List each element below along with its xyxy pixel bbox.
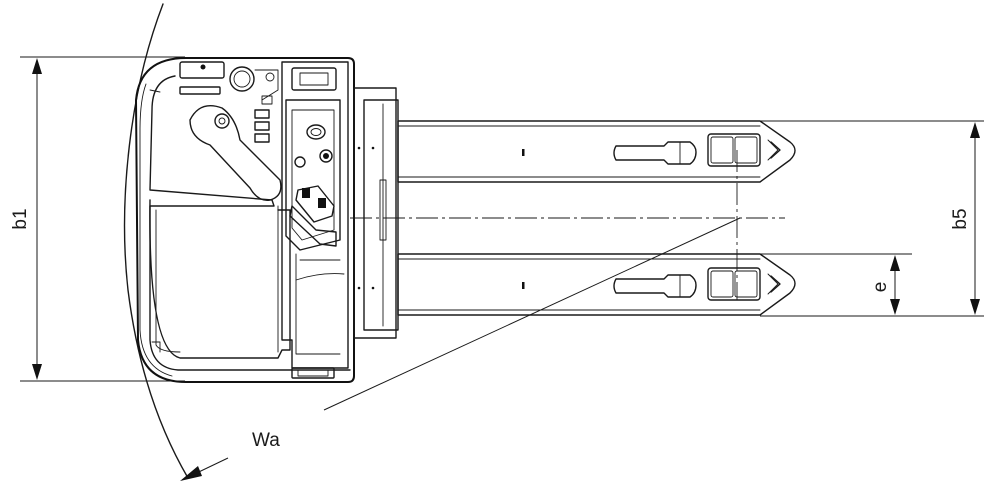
wa-arrowhead — [180, 466, 202, 481]
wa-label: Wa — [252, 430, 280, 451]
b5-arrow-bottom — [970, 299, 980, 315]
b5-label: b5 — [950, 208, 971, 229]
e-arrow-bottom — [890, 299, 900, 315]
e-label: e — [870, 282, 891, 293]
fork-carriage — [353, 87, 399, 339]
b1-arrow-top — [32, 58, 42, 74]
wa-radius-line — [323, 217, 741, 411]
truck-body — [135, 57, 355, 383]
fork-upper — [397, 120, 796, 183]
b5-arrow-top — [970, 122, 980, 138]
b1-label: b1 — [10, 208, 31, 229]
e-arrow-top — [890, 255, 900, 271]
b1-arrow-bottom — [32, 364, 42, 380]
fork-lower — [397, 253, 796, 316]
